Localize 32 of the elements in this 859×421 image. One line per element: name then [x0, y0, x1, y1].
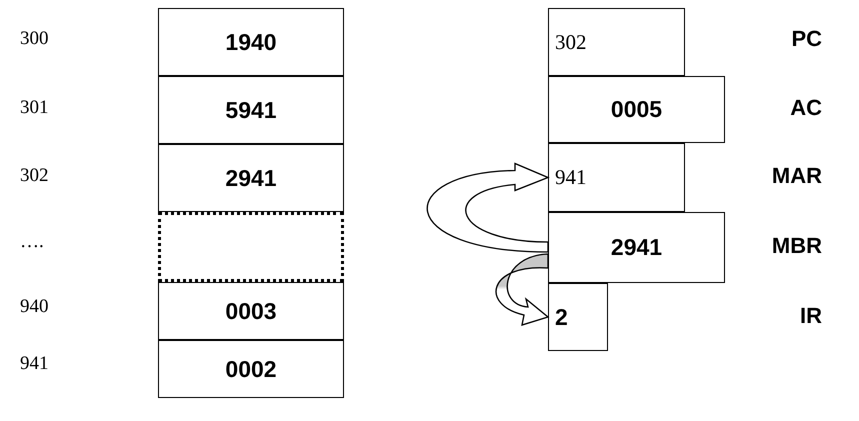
memory-address: 301 — [20, 96, 48, 120]
register-name: IR — [799, 302, 822, 330]
memory-address: …. — [20, 230, 44, 254]
memory-cell — [158, 340, 344, 398]
cell-value: 1940 — [225, 28, 277, 56]
cell-value: 2941 — [610, 234, 662, 261]
memory-cell — [158, 282, 344, 340]
memory-address: 302 — [20, 164, 48, 188]
register-name: PC — [790, 25, 822, 53]
register-box — [548, 143, 685, 212]
cell-value: 0005 — [610, 96, 662, 123]
memory-address: 941 — [20, 352, 48, 376]
memory-address: 940 — [20, 295, 48, 319]
memory-cell — [158, 8, 344, 76]
memory-cell — [158, 76, 344, 144]
cell-value: 5941 — [225, 96, 277, 124]
cell-value: 0003 — [225, 298, 277, 324]
cell-value: 941 — [555, 165, 586, 190]
register-box — [548, 212, 725, 283]
register-name: MAR — [770, 162, 822, 190]
register-name: MBR — [770, 232, 822, 260]
register-box — [548, 283, 608, 351]
register-box — [548, 8, 685, 76]
cell-value: 2 — [555, 304, 568, 330]
cell-value: 0002 — [225, 356, 277, 382]
memory-cell — [158, 144, 344, 212]
memory-address: 300 — [20, 27, 48, 51]
cell-value: 2941 — [225, 164, 277, 192]
curved-block-arrow — [426, 162, 549, 253]
cell-value: 302 — [555, 30, 586, 54]
register-box — [548, 76, 725, 143]
register-name: AC — [789, 94, 822, 122]
